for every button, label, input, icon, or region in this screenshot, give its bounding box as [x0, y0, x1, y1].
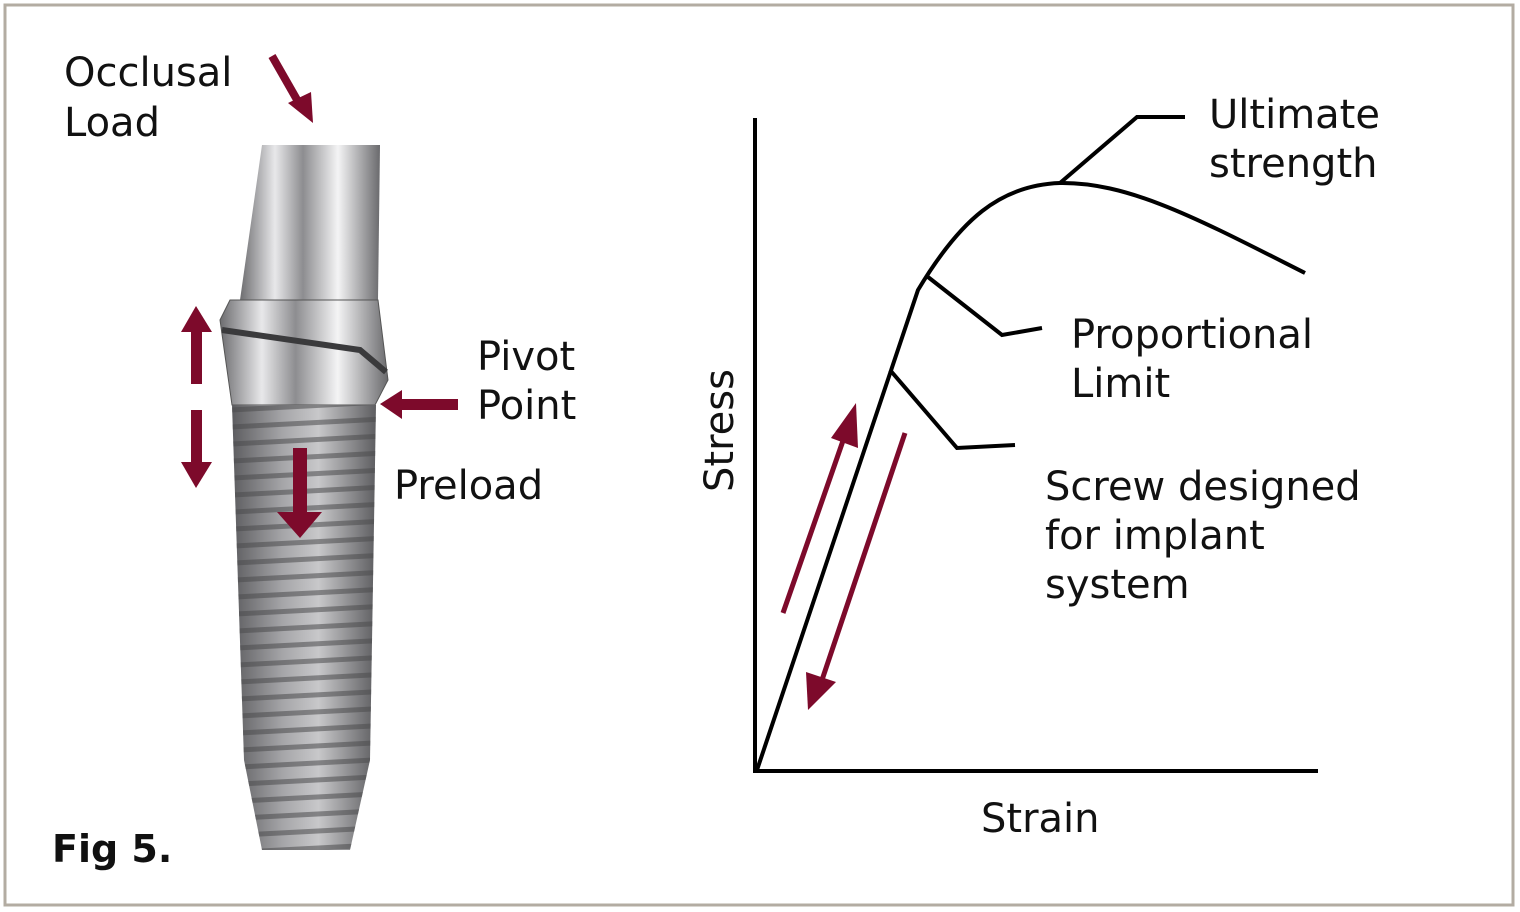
ultimate-strength-label-2: strength [1209, 141, 1377, 187]
screw-label-3: system [1045, 562, 1190, 608]
proportional-limit-label: Proportional [1071, 312, 1313, 358]
proportional-limit-label-2: Limit [1071, 361, 1170, 407]
load-cycle-arrows [780, 403, 908, 710]
occlusal-load-label: Occlusal [64, 50, 232, 96]
up-arrow [181, 306, 212, 384]
pivot-point-label-2: Point [477, 383, 576, 429]
preload-arrow [277, 448, 322, 538]
occlusal-load-arrow [268, 54, 313, 123]
ultimate-strength-label: Ultimate [1209, 92, 1380, 138]
stress-strain-graph [753, 115, 1318, 773]
preload-label: Preload [394, 463, 543, 509]
x-axis-label: Strain [981, 796, 1100, 842]
figure-label: Fig 5. [52, 827, 172, 871]
down-arrow [181, 410, 212, 488]
screw-label: Screw designed [1045, 464, 1361, 510]
ultimate-leader [1058, 115, 1185, 185]
y-axis-label: Stress [697, 369, 743, 492]
screw-label-2: for implant [1045, 513, 1265, 559]
proportional-leader [926, 275, 1043, 338]
occlusal-load-label-2: Load [64, 100, 160, 146]
implant-illustration [219, 145, 389, 850]
pivot-arrow [380, 390, 458, 419]
pivot-point-label: Pivot [477, 334, 575, 380]
screw-leader [888, 368, 1016, 451]
arrows [181, 54, 458, 538]
